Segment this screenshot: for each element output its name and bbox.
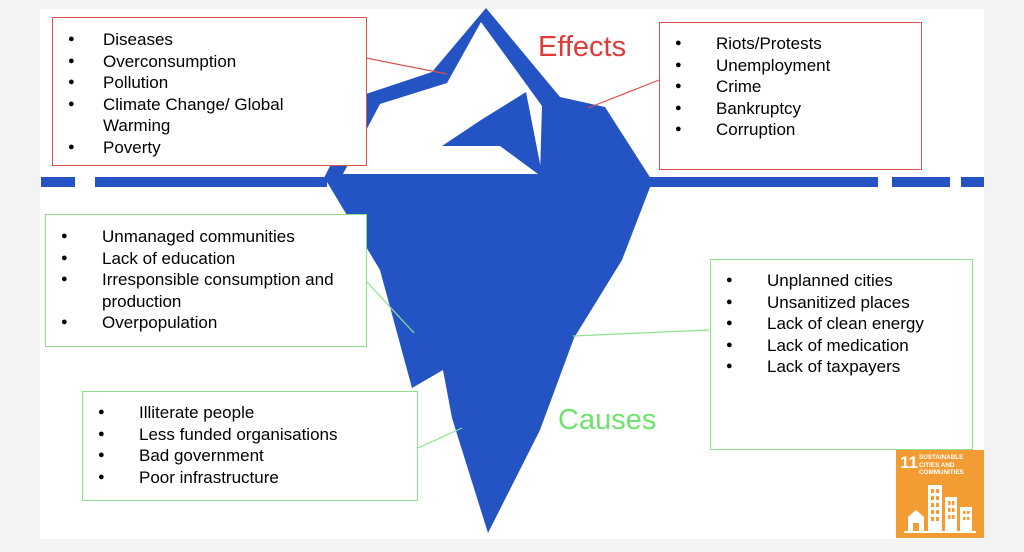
waterline-dash <box>650 177 878 187</box>
causes-box-upper-left: Unmanaged communities Lack of education … <box>45 214 367 347</box>
causes-heading: Causes <box>558 404 657 436</box>
list-item: Pollution <box>53 72 366 94</box>
list-item: Unplanned cities <box>711 270 972 292</box>
waterline <box>41 177 984 187</box>
list-item: Overpopulation <box>46 312 366 334</box>
list-item: Irresponsible consumption and production <box>46 269 366 312</box>
list-item: Bankruptcy <box>660 98 921 120</box>
connector-effects-left <box>365 57 448 75</box>
list-item: Riots/Protests <box>660 33 921 55</box>
list-item: Poor infrastructure <box>83 467 417 489</box>
list-item: Crime <box>660 76 921 98</box>
list-item: Corruption <box>660 119 921 141</box>
list-item: Lack of clean energy <box>711 313 972 335</box>
list-item: Illiterate people <box>83 402 417 424</box>
connector-causes-lower-left <box>417 427 463 449</box>
list-item: Lack of taxpayers <box>711 356 972 378</box>
waterline-dash <box>961 177 984 187</box>
effects-box-right: Riots/Protests Unemployment Crime Bankru… <box>659 22 922 170</box>
list-item: Unmanaged communities <box>46 226 366 248</box>
waterline-dash <box>95 177 327 187</box>
list-item: Less funded organisations <box>83 424 417 446</box>
connector-causes-upper-left <box>366 281 415 334</box>
sdg-label: SUSTAINABLE CITIES AND COMMUNITIES <box>919 454 964 476</box>
causes-box-lower-left: Illiterate people Less funded organisati… <box>82 391 418 501</box>
waterline-dash <box>892 177 950 187</box>
list-item: Lack of education <box>46 248 366 270</box>
causes-box-right: Unplanned cities Unsanitized places Lack… <box>710 259 973 450</box>
sdg-number: 11 <box>900 453 918 472</box>
list-item: Climate Change/ Global Warming <box>53 94 366 137</box>
effects-heading: Effects <box>538 31 627 63</box>
list-item: Unemployment <box>660 55 921 77</box>
list-item: Diseases <box>53 29 366 51</box>
list-item: Unsanitized places <box>711 292 972 314</box>
connector-causes-right <box>572 329 710 337</box>
effects-box-left: Diseases Overconsumption Pollution Clima… <box>52 17 367 166</box>
list-item: Lack of medication <box>711 335 972 357</box>
city-buildings-icon <box>904 485 976 533</box>
connector-effects-right <box>587 79 660 109</box>
list-item: Bad government <box>83 445 417 467</box>
iceberg-shard <box>442 92 542 174</box>
list-item: Overconsumption <box>53 51 366 73</box>
sdg-badge: 11 SUSTAINABLE CITIES AND COMMUNITIES <box>896 450 984 538</box>
iceberg-tip <box>322 8 653 182</box>
waterline-dash <box>41 177 75 187</box>
list-item: Poverty <box>53 137 366 159</box>
iceberg-body <box>327 182 652 533</box>
